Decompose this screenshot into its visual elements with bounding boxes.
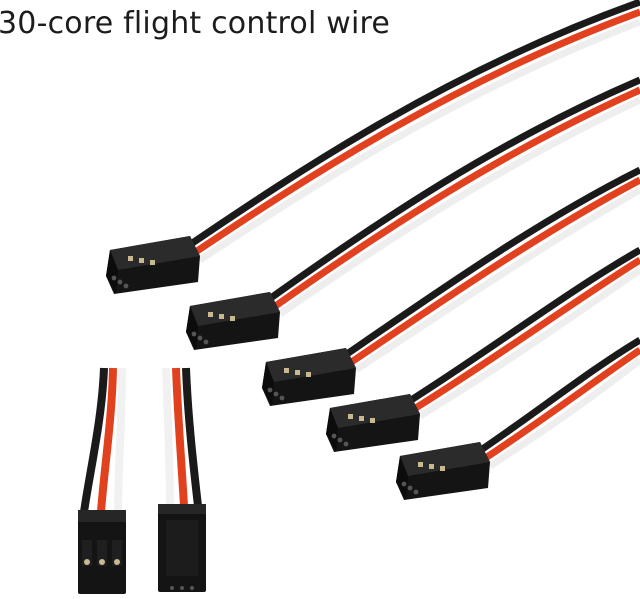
connector-1	[106, 236, 200, 294]
cable-3	[262, 166, 640, 406]
product-title: 30-core flight control wire	[0, 6, 391, 41]
connector-5	[396, 442, 490, 500]
pin-dot	[84, 559, 90, 565]
cable-5	[396, 336, 640, 500]
cable-1	[106, 0, 640, 294]
closeup-connector-back	[158, 367, 206, 592]
connector-3	[262, 348, 356, 406]
pin-dot	[114, 559, 120, 565]
connector-2	[186, 292, 280, 350]
connector-4	[326, 394, 420, 452]
pin-dot	[99, 559, 105, 565]
cable-2	[186, 76, 640, 350]
cable-4	[326, 246, 640, 452]
closeup-connector-front	[78, 367, 126, 594]
